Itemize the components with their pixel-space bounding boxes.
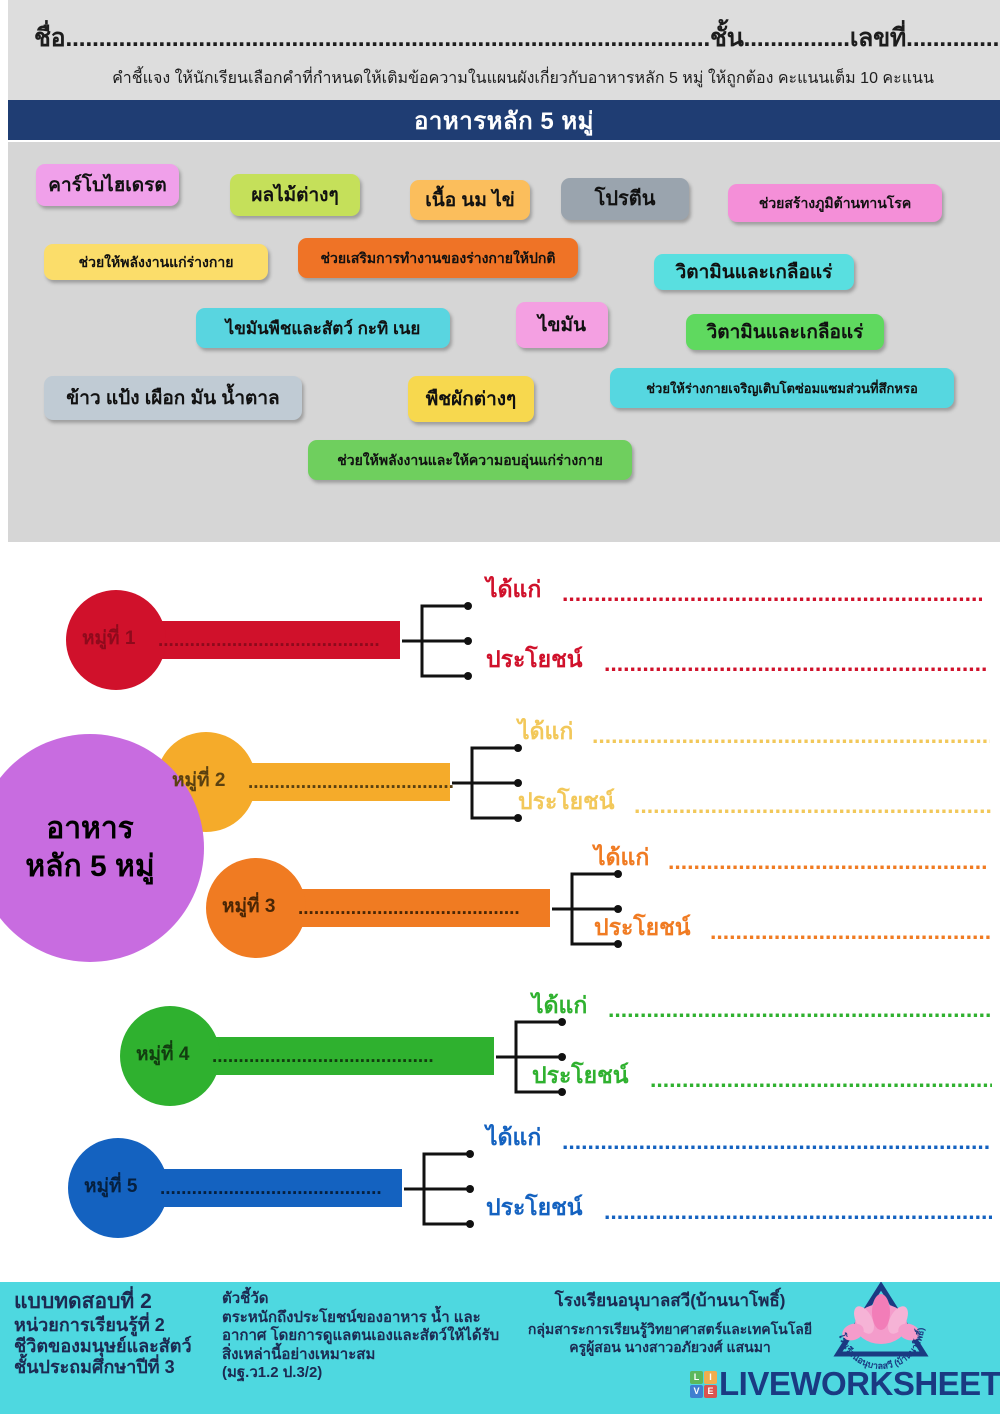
- leaf-blank-items[interactable]: ........................................…: [592, 724, 990, 747]
- word-chip[interactable]: ไขมันพืชและสัตว์ กะทิ เนย: [196, 308, 450, 348]
- branch-knob: [66, 590, 166, 690]
- live-cube: E: [704, 1384, 717, 1398]
- word-chip[interactable]: โปรตีน: [561, 178, 689, 220]
- footer-bar: แบบทดสอบที่ 2 หน่วยการเรียนรู้ที่ 2 ชีวิ…: [0, 1282, 1000, 1414]
- indicator-heading: ตัวชี้วัด: [222, 1290, 269, 1307]
- leaf-label-items: ได้แก่: [486, 1124, 542, 1150]
- branch-blank-line[interactable]: ........................................…: [298, 899, 520, 918]
- word-chip[interactable]: วิตามินและเกลือแร่: [686, 314, 884, 350]
- branch-blank-line[interactable]: ........................................…: [158, 631, 380, 650]
- word-chip[interactable]: ช่วยสร้างภูมิต้านทานโรค: [728, 184, 942, 222]
- branch-knob-label: หมู่ที่ 1: [82, 628, 136, 649]
- word-bank-panel: คาร์โบไฮเดรต ผลไม้ต่างๆ เนื้อ นม ไข่ โปรตีน…: [8, 142, 1000, 542]
- instruction-line: คำชี้แจง ให้นักเรียนเลือกคำที่กำหนดให้เต…: [112, 70, 934, 87]
- word-chip[interactable]: ช่วยให้ร่างกายเจริญเติบโตซ่อมแซมส่วนที่ส…: [610, 368, 954, 408]
- leaf-label-benefit: ประโยชน์: [594, 914, 691, 940]
- school-name: โรงเรียนอนุบาลสวี(บ้านนาโพธิ์): [554, 1291, 786, 1310]
- leaf-blank-items[interactable]: ........................................…: [668, 850, 988, 873]
- leaf-label-benefit: ประโยชน์: [486, 1194, 583, 1220]
- branch-brace: [402, 1146, 486, 1232]
- hub-line-2: หลัก 5 หมู่: [25, 850, 155, 883]
- branch-knob: [206, 858, 306, 958]
- live-cube: L: [690, 1370, 703, 1384]
- word-chip[interactable]: ผลไม้ต่างๆ: [230, 174, 360, 216]
- word-chip[interactable]: ช่วยเสริมการทำงานของร่างกายให้ปกติ: [298, 238, 578, 278]
- leaf-blank-benefit[interactable]: ........................................…: [604, 652, 986, 675]
- leaf-label-benefit: ประโยชน์: [486, 646, 583, 672]
- header-block: ชื่อ....................................…: [8, 0, 1000, 100]
- branch-brace: [450, 740, 534, 826]
- liveworksheets-wordmark: LIVEWORKSHEETS: [719, 1365, 1000, 1402]
- page-title: อาหารหลัก 5 หมู่: [414, 107, 594, 135]
- branch-brace: [400, 598, 484, 684]
- footer-test-info: แบบทดสอบที่ 2 หน่วยการเรียนรู้ที่ 2 ชีวิ…: [14, 1290, 192, 1378]
- food-groups-diagram: อาหาร หลัก 5 หมู่ หมู่ที่ 1.............…: [0, 542, 1000, 1282]
- leaf-label-items: ได้แก่: [532, 992, 588, 1018]
- footer-indicator: ตัวชี้วัด ตระหนักถึงประโยชน์ของอาหาร น้ำ…: [222, 1290, 512, 1383]
- branch-knob: [68, 1138, 168, 1238]
- word-chip[interactable]: ไขมัน: [516, 302, 608, 348]
- leaf-blank-benefit[interactable]: ........................................…: [604, 1200, 992, 1223]
- leaf-label-benefit: ประโยชน์: [518, 788, 615, 814]
- unit-label: หน่วยการเรียนรู้ที่ 2: [14, 1314, 165, 1335]
- word-chip[interactable]: เนื้อ นม ไข่: [410, 180, 530, 220]
- word-chip[interactable]: พืชผักต่างๆ: [408, 376, 534, 422]
- leaf-blank-items[interactable]: ........................................…: [562, 1130, 990, 1153]
- diagram-hub: อาหาร หลัก 5 หมู่: [0, 734, 204, 962]
- topic-label: ชีวิตของมนุษย์และสัตว์: [14, 1336, 192, 1356]
- branch-blank-line[interactable]: ........................................…: [160, 1179, 382, 1198]
- leaf-blank-benefit[interactable]: ........................................…: [634, 794, 992, 817]
- live-cube: V: [690, 1384, 703, 1398]
- branch-blank-line[interactable]: ........................................…: [248, 773, 454, 792]
- branch-blank-line[interactable]: ........................................…: [212, 1047, 434, 1066]
- word-chip[interactable]: คาร์โบไฮเดรต: [36, 164, 179, 206]
- branch-brace: [494, 1014, 578, 1100]
- school-emblem-logo: โรงเรียนอนุบาลสวี (บ้านนาโพธิ์): [828, 1281, 934, 1372]
- leaf-blank-benefit[interactable]: ........................................…: [650, 1068, 992, 1091]
- leaf-blank-items[interactable]: ........................................…: [608, 998, 990, 1021]
- test-title: แบบทดสอบที่ 2: [14, 1290, 152, 1313]
- branch-bar: [258, 889, 550, 927]
- word-chip[interactable]: วิตามินและเกลือแร่: [654, 254, 854, 290]
- leaf-label-items: ได้แก่: [594, 844, 650, 870]
- teacher-name: ครูผู้สอน นางสาวอภัยวงศ์ แสนมา: [569, 1339, 771, 1356]
- hub-line-1: อาหาร: [46, 811, 134, 845]
- student-name-line: ชื่อ....................................…: [34, 24, 1000, 52]
- grade-label: ชั้นประถมศึกษาปีที่ 3: [14, 1357, 175, 1378]
- branch-knob-label: หมู่ที่ 2: [172, 770, 226, 791]
- indicator-code: (มฐ.ว1.2 ป.3/2): [222, 1364, 323, 1382]
- branch-knob: [120, 1006, 220, 1106]
- word-chip[interactable]: ช่วยให้พลังงานและให้ความอบอุ่นแก่ร่างกาย: [308, 440, 632, 480]
- live-cube: I: [704, 1370, 717, 1384]
- branch-knob-label: หมู่ที่ 3: [222, 896, 276, 917]
- leaf-label-items: ได้แก่: [518, 718, 574, 744]
- word-chip[interactable]: ช่วยให้พลังงานแก่ร่างกาย: [44, 244, 268, 280]
- leaf-blank-benefit[interactable]: ........................................…: [710, 920, 990, 943]
- branch-bar: [172, 1037, 494, 1075]
- worksheet-title-band: อาหารหลัก 5 หมู่: [8, 100, 1000, 140]
- branch-knob-label: หมู่ที่ 4: [136, 1044, 190, 1065]
- footer-school-info: โรงเรียนอนุบาลสวี(บ้านนาโพธิ์) กลุ่มสาระ…: [520, 1290, 820, 1356]
- leaf-blank-items[interactable]: ........................................…: [562, 582, 982, 605]
- branch-knob-label: หมู่ที่ 5: [84, 1176, 138, 1197]
- leaf-label-items: ได้แก่: [486, 576, 542, 602]
- branch-brace: [550, 866, 634, 952]
- department-name: กลุ่มสาระการเรียนรู้วิทยาศาสตร์และเทคโนโ…: [527, 1321, 813, 1338]
- indicator-body: ตระหนักถึงประโยชน์ของอาหาร น้ำ และอากาศ …: [222, 1308, 500, 1363]
- word-chip[interactable]: ข้าว แป้ง เผือก มัน น้ำตาล: [44, 376, 302, 420]
- leaf-label-benefit: ประโยชน์: [532, 1062, 629, 1088]
